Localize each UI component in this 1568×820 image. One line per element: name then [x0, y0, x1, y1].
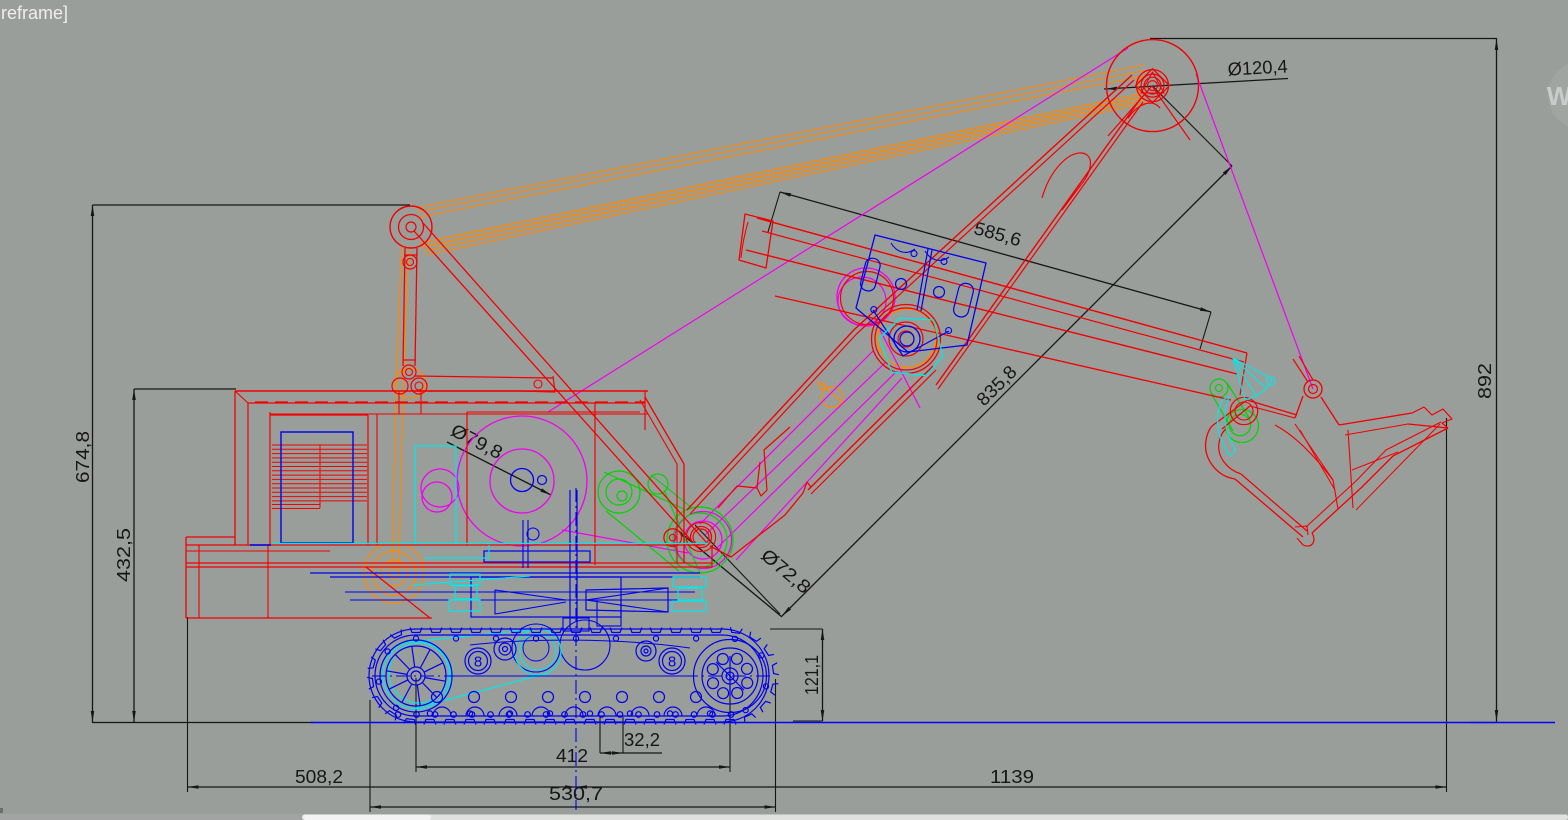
svg-text:8: 8 — [668, 654, 676, 671]
svg-text:1139: 1139 — [990, 766, 1034, 787]
svg-text:121,1: 121,1 — [801, 655, 822, 695]
svg-text:892: 892 — [1474, 363, 1495, 399]
svg-text:432,5: 432,5 — [113, 528, 134, 582]
svg-text:Ø120,4: Ø120,4 — [1227, 55, 1288, 79]
svg-text:412: 412 — [556, 745, 588, 766]
svg-text:32,2: 32,2 — [624, 729, 660, 750]
svg-text:530,7: 530,7 — [549, 783, 603, 804]
svg-text:508,2: 508,2 — [295, 766, 343, 787]
svg-text:W: W — [1547, 81, 1568, 111]
svg-text:reframe]: reframe] — [1, 3, 68, 23]
svg-text:8: 8 — [474, 654, 482, 671]
svg-text:674,8: 674,8 — [72, 431, 93, 483]
